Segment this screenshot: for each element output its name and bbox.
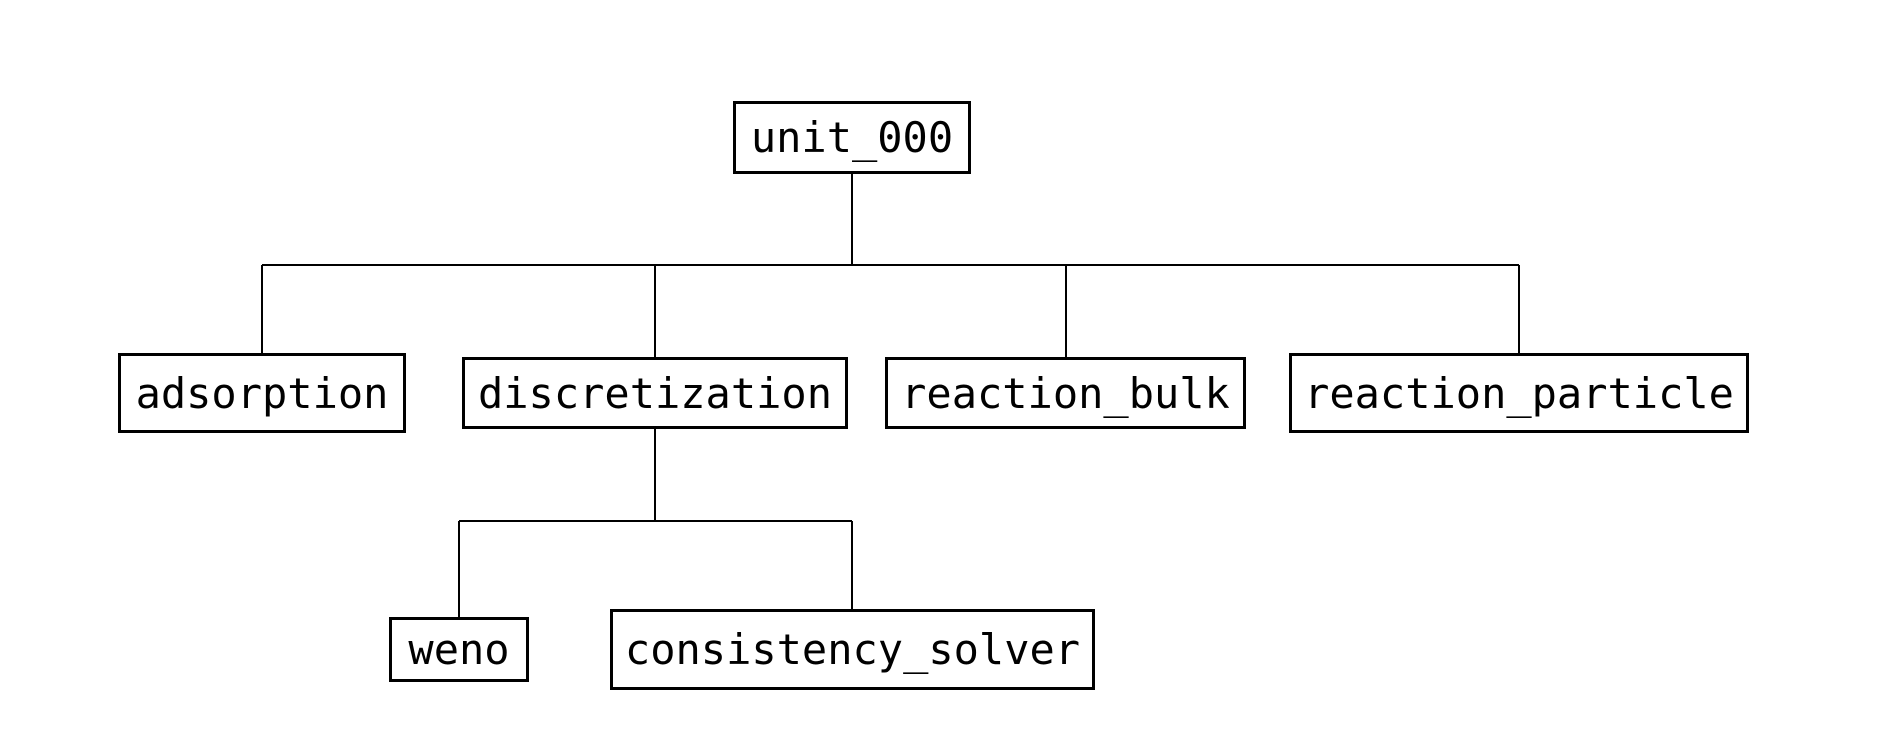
node-discretization: discretization [462, 357, 848, 429]
node-label: unit_000 [750, 113, 954, 162]
node-label: reaction_particle [1304, 368, 1734, 418]
node-weno: weno [389, 617, 529, 682]
node-label: weno [408, 625, 510, 674]
node-adsorption: adsorption [118, 353, 406, 433]
node-consistency-solver: consistency_solver [610, 609, 1095, 690]
node-label: adsorption [135, 368, 389, 418]
node-unit-000: unit_000 [733, 101, 971, 174]
node-label: discretization [477, 368, 832, 418]
node-label: reaction_bulk [901, 368, 1230, 418]
node-reaction-particle: reaction_particle [1289, 353, 1749, 433]
node-reaction-bulk: reaction_bulk [885, 357, 1246, 429]
node-label: consistency_solver [624, 625, 1081, 674]
